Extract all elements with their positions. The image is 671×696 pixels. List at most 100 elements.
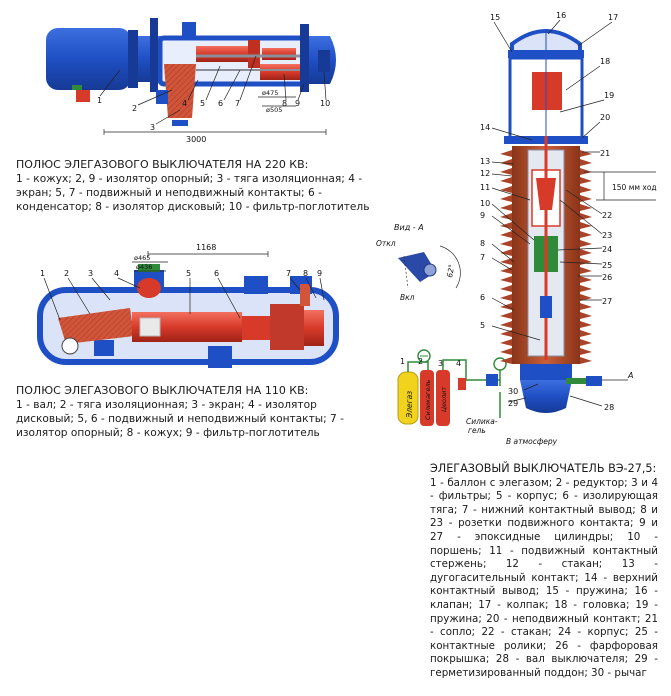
callout-ve-11: 11: [480, 183, 490, 192]
caption-110kv-body: 1 - вал; 2 - тяга изоляционная; 3 - экра…: [16, 399, 344, 439]
porcelain-shed: [500, 276, 512, 283]
porcelain-shed: [580, 348, 592, 355]
gas-cylinder-label: Элегаз: [405, 391, 414, 419]
callout-110-7: 7: [286, 269, 291, 278]
porcelain-shed: [580, 222, 592, 229]
porcelain-shed: [580, 258, 592, 265]
callout-110-4: 4: [114, 269, 119, 278]
callout-110-2: 2: [64, 269, 69, 278]
caption-ve-title: ЭЛЕГАЗОВЫЙ ВЫКЛЮЧАТЕЛЬ ВЭ-27,5:: [430, 462, 657, 475]
callout-220-7: 7: [235, 99, 240, 108]
leaders-110: [43, 251, 325, 321]
callout-ve-10: 10: [480, 199, 490, 208]
porcelain-shed: [580, 276, 592, 283]
porcelain-shed: [500, 267, 512, 274]
callout-ve-29: 29: [508, 399, 518, 408]
porcelain-shed: [580, 195, 592, 202]
callout-ve-7: 7: [480, 253, 485, 262]
caption-220kv-title: ПОЛЮС ЭЛЕГАЗОВОГО ВЫКЛЮЧАТЕЛЯ НА 220 КВ:: [16, 158, 309, 171]
dimension-110-d1: ø465: [134, 254, 150, 262]
callout-ve-24: 24: [602, 245, 612, 254]
view-a-drive-lever: Вид - А Откл Вкл 62°: [376, 223, 461, 302]
dimension-220-d2: ø505: [266, 106, 282, 114]
caption-ve-27-5: ЭЛЕГАЗОВЫЙ ВЫКЛЮЧАТЕЛЬ ВЭ-27,5: 1 - балл…: [430, 462, 658, 681]
caption-ve-body: 1 - баллон с элегазом; 2 - редуктор; 3 и…: [430, 476, 658, 679]
callout-ve-22: 22: [602, 211, 612, 220]
callout-110-8: 8: [303, 269, 308, 278]
callout-220-10: 10: [320, 99, 330, 108]
stroke-label: 150 мм ход: [612, 183, 657, 192]
callout-ve-17: 17: [608, 13, 618, 22]
callout-110-9: 9: [317, 269, 322, 278]
porcelain-shed: [500, 285, 512, 292]
porcelain-shed: [500, 195, 512, 202]
porcelain-shed: [580, 312, 592, 319]
caption-220kv: ПОЛЮС ЭЛЕГАЗОВОГО ВЫКЛЮЧАТЕЛЯ НА 220 КВ:…: [16, 158, 372, 214]
porcelain-shed: [500, 177, 512, 184]
dimension-110-length: 1168: [196, 243, 216, 252]
callout-ve-16: 16: [556, 11, 566, 20]
callout-220-5: 5: [200, 99, 205, 108]
porcelain-shed: [500, 168, 512, 175]
callout-ve-1: 1: [400, 357, 405, 366]
arrow-a-label: А: [627, 371, 633, 380]
callout-ve-20: 20: [600, 113, 610, 122]
porcelain-shed: [500, 294, 512, 301]
callout-ve-23: 23: [602, 231, 612, 240]
callout-ve-18: 18: [600, 57, 610, 66]
porcelain-shed: [580, 186, 592, 193]
porcelain-shed: [500, 348, 512, 355]
porcelain-shed: [580, 303, 592, 310]
porcelain-shed: [500, 339, 512, 346]
porcelain-shed: [500, 357, 512, 364]
callout-ve-30: 30: [508, 387, 518, 396]
porcelain-shed: [580, 240, 592, 247]
porcelain-shed: [500, 204, 512, 211]
porcelain-shed: [500, 330, 512, 337]
callout-ve-13: 13: [480, 157, 490, 166]
silica-label-1: Силика-: [466, 417, 498, 426]
callout-ve-14: 14: [480, 123, 490, 132]
diagram-110kv: [37, 264, 339, 368]
callout-ve-9: 9: [480, 211, 485, 220]
callouts-110: 1 2 3 4 5 6 7 8 9: [40, 269, 322, 278]
leaders-220: [99, 55, 327, 135]
porcelain-shed: [500, 222, 512, 229]
callout-110-5: 5: [186, 269, 191, 278]
callout-ve-4: 4: [456, 359, 461, 368]
callout-220-6: 6: [218, 99, 223, 108]
callout-ve-2: 2: [418, 357, 423, 366]
filter-zeolite-label: Цеолит: [440, 387, 448, 412]
porcelain-shed: [580, 330, 592, 337]
atmosphere-label: В атмосферу: [506, 437, 558, 446]
callout-110-1: 1: [40, 269, 45, 278]
porcelain-shed: [500, 303, 512, 310]
porcelain-sheds: [500, 150, 592, 364]
callout-ve-21: 21: [600, 149, 610, 158]
porcelain-shed: [580, 177, 592, 184]
view-a-angle: 62°: [445, 263, 456, 278]
porcelain-shed: [580, 249, 592, 256]
porcelain-shed: [500, 213, 512, 220]
leaders-ve: [491, 19, 656, 407]
porcelain-shed: [580, 357, 592, 364]
porcelain-shed: [580, 285, 592, 292]
porcelain-shed: [580, 294, 592, 301]
porcelain-shed: [580, 204, 592, 211]
porcelain-shed: [500, 258, 512, 265]
porcelain-shed: [500, 321, 512, 328]
caption-110kv: ПОЛЮС ЭЛЕГАЗОВОГО ВЫКЛЮЧАТЕЛЯ НА 110 КВ:…: [16, 384, 372, 440]
dimension-110-d2: ø436: [136, 263, 152, 271]
porcelain-shed: [580, 321, 592, 328]
callout-220-2: 2: [132, 104, 137, 113]
porcelain-shed: [500, 249, 512, 256]
view-a-off-label: Откл: [376, 239, 396, 248]
porcelain-shed: [500, 231, 512, 238]
callout-ve-25: 25: [602, 261, 612, 270]
porcelain-shed: [500, 240, 512, 247]
porcelain-shed: [500, 312, 512, 319]
callout-ve-5: 5: [480, 321, 485, 330]
diagram-220kv: [46, 18, 336, 126]
callout-ve-8: 8: [480, 239, 485, 248]
